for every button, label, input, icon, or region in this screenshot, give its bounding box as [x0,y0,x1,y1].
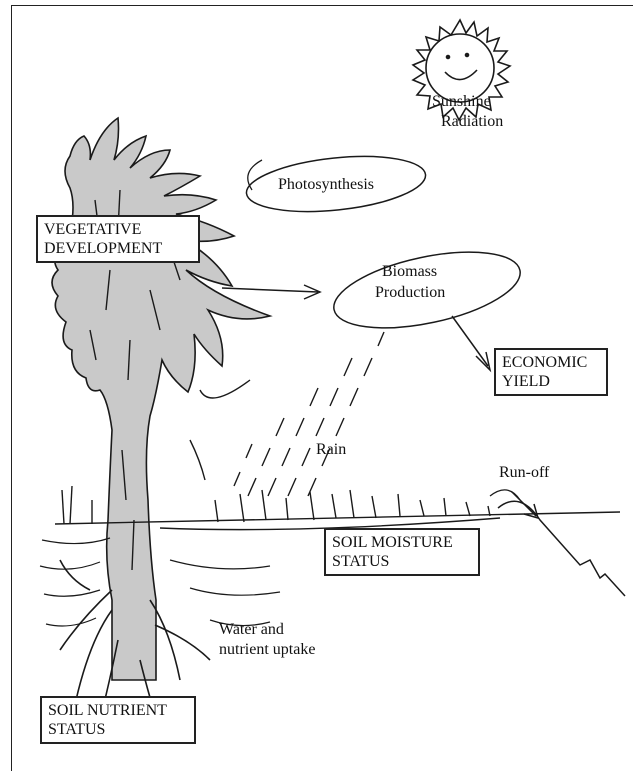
soil-moisture-status-box: SOIL MOISTURE STATUS [324,528,480,576]
soil-nutrient-line1: SOIL NUTRIENT [48,701,188,720]
economic-yield-box: ECONOMIC YIELD [494,348,608,396]
arrow-runoff [512,492,536,516]
radiation-label: Radiation [441,112,503,131]
biomass-line1: Biomass [382,262,437,281]
water-line1: Water and [219,620,284,639]
soil-moisture-line2: STATUS [332,552,472,571]
water-line2: nutrient uptake [219,640,315,659]
rain-lines [234,332,384,496]
economic-line2: YIELD [502,372,600,391]
soil-nutrient-status-box: SOIL NUTRIENT STATUS [40,696,196,744]
soil-nutrient-line2: STATUS [48,720,188,739]
photosynthesis-label: Photosynthesis [278,175,374,194]
soil-moisture-line1: SOIL MOISTURE [332,533,472,552]
vegetative-line1: VEGETATIVE [44,220,192,239]
vegetative-development-box: VEGETATIVE DEVELOPMENT [36,215,200,263]
arrow-biomass-to-yield [452,316,488,366]
biomass-line2: Production [375,283,445,302]
runoff-label: Run-off [499,463,549,482]
economic-line1: ECONOMIC [502,353,600,372]
arrow-vegetative-to-biomass [222,288,318,292]
sunshine-label: Sunshine [432,92,491,111]
rain-label: Rain [316,440,346,459]
vegetative-line2: DEVELOPMENT [44,239,192,258]
runoff-slope [498,501,625,596]
